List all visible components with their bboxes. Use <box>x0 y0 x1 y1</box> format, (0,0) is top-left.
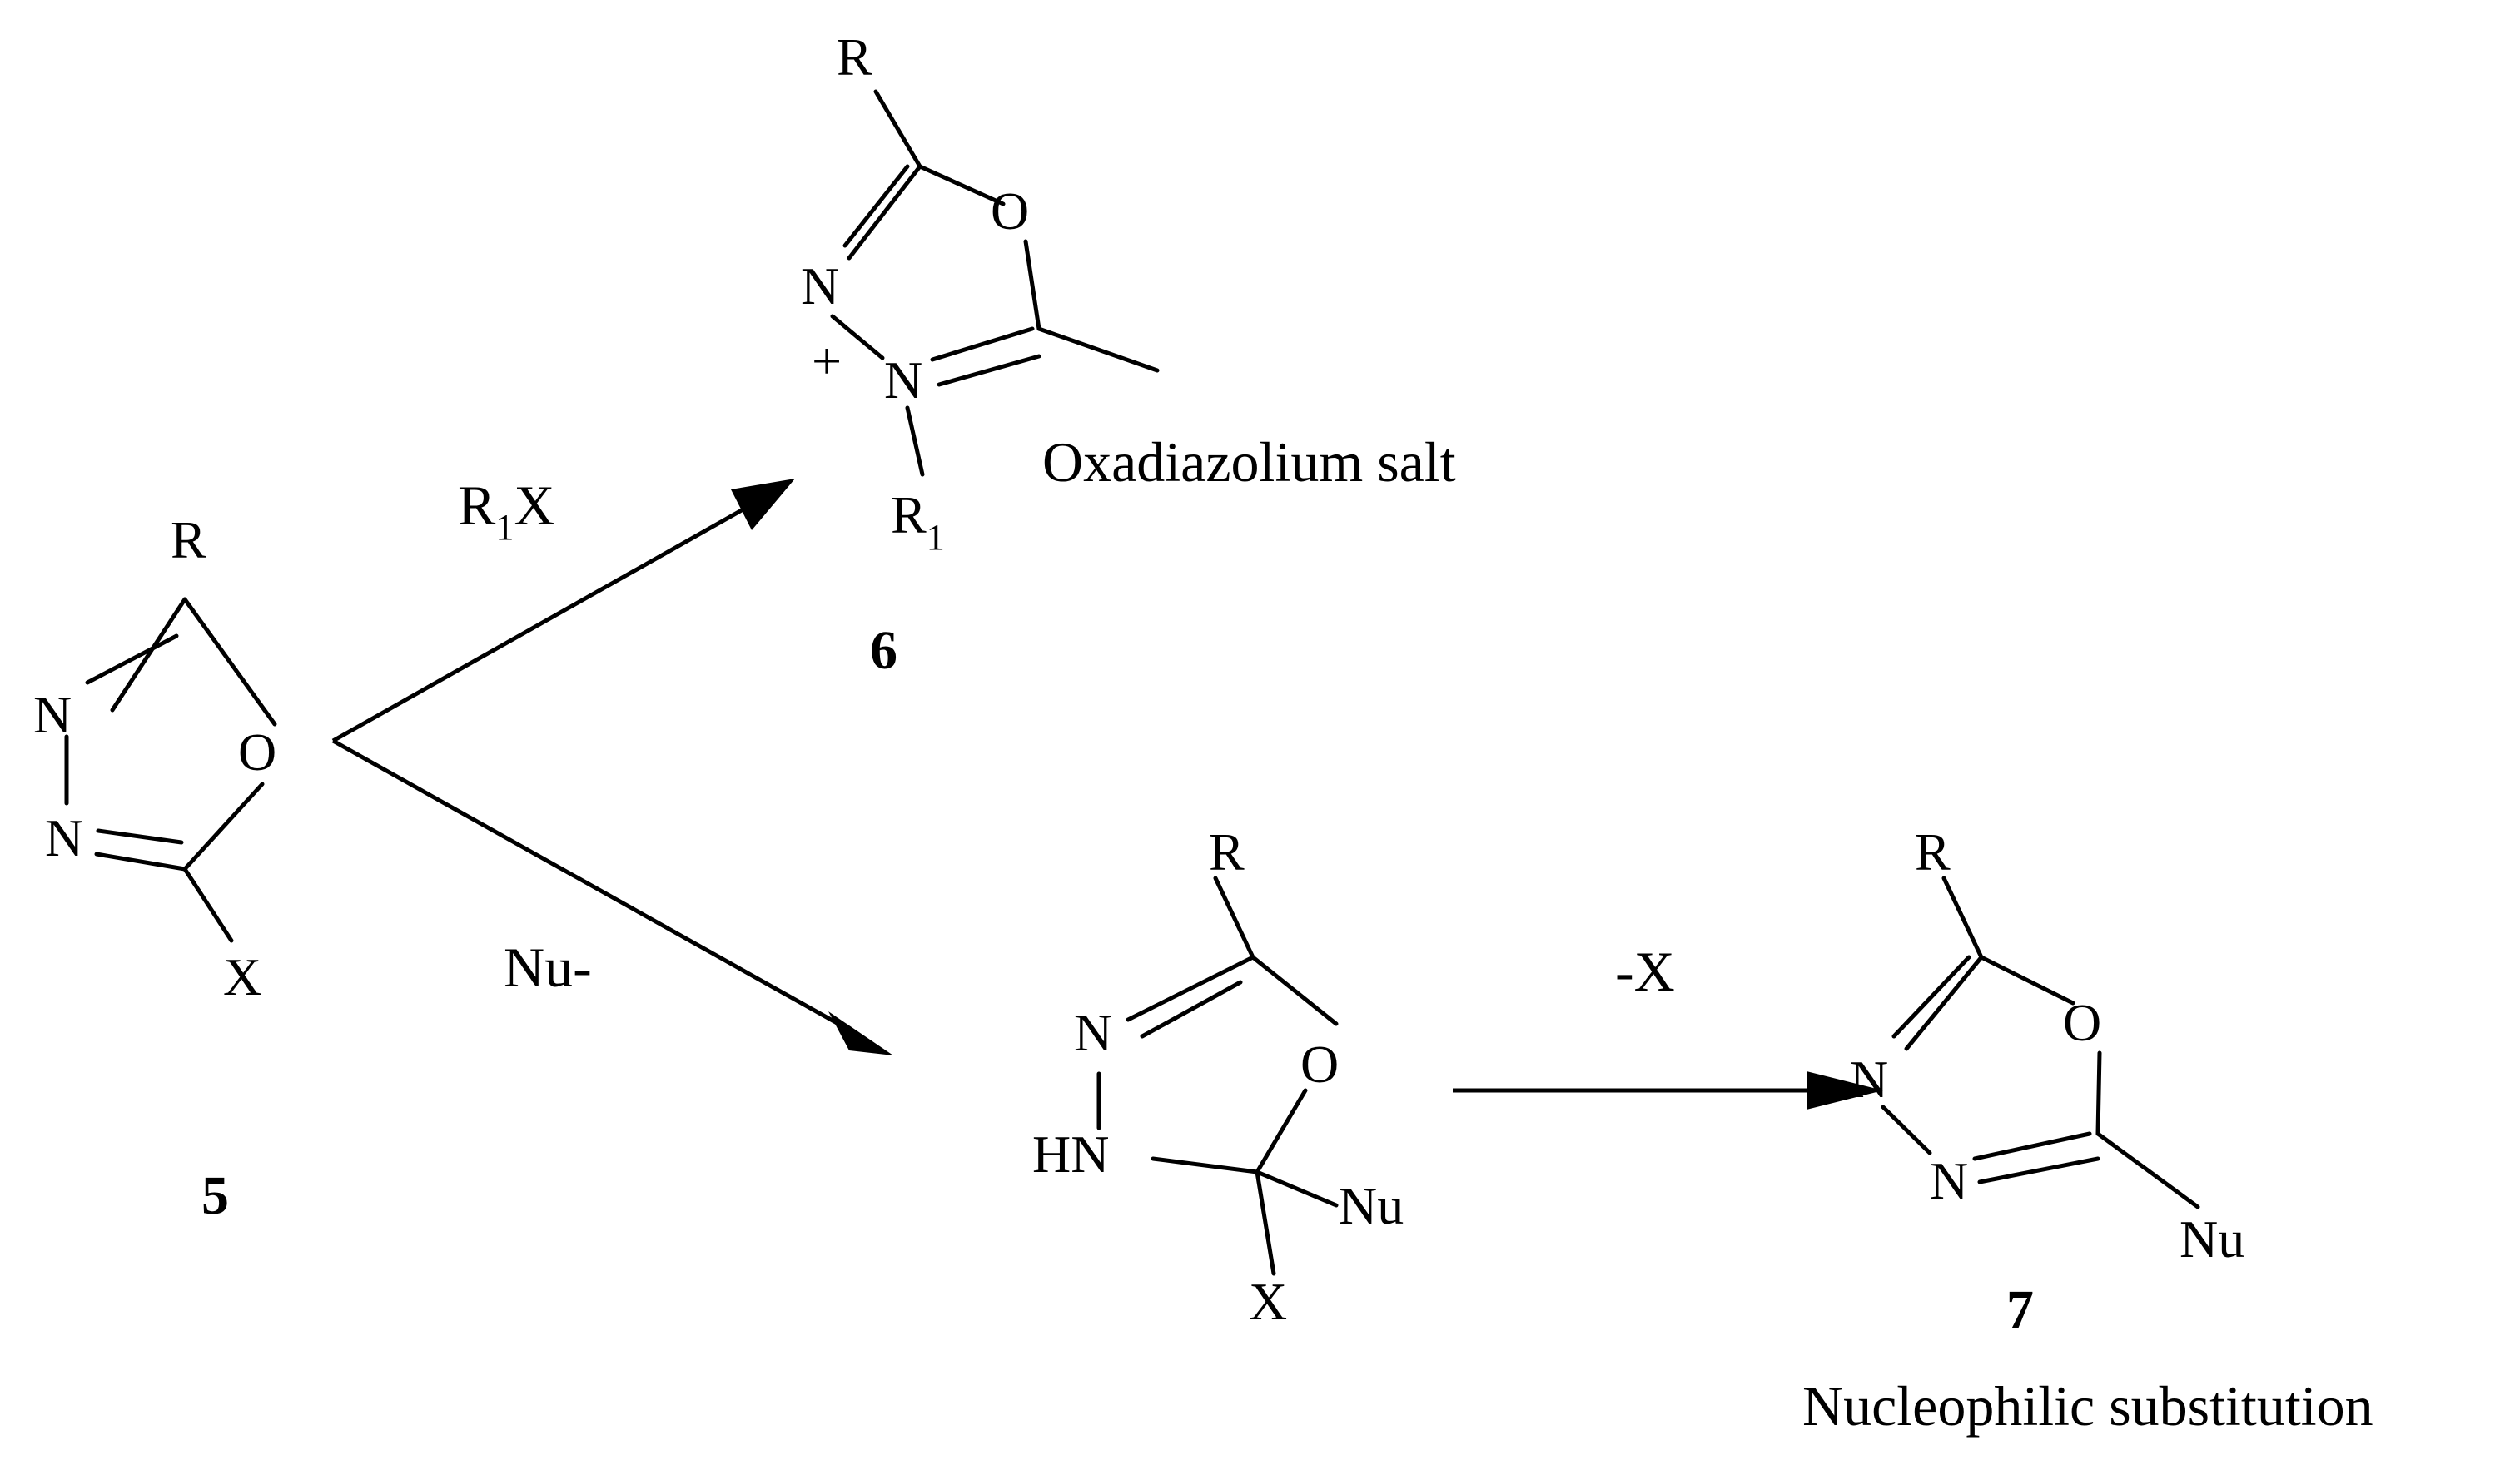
atom-r1-subscript: 1 <box>927 517 945 558</box>
compound-7-structure: R O N N Nu <box>1850 822 2244 1269</box>
atom-r: R <box>1915 822 1951 881</box>
atom-nu: Nu <box>1339 1176 1404 1235</box>
atom-r1-main: R <box>891 485 927 544</box>
reaction-arrow-right <box>1453 1071 1883 1110</box>
reagent-r: R <box>458 474 496 537</box>
atom-nu: Nu <box>2180 1209 2244 1269</box>
atom-o: O <box>1300 1035 1339 1094</box>
atom-o: O <box>991 181 1029 241</box>
reagent-nu: Nu- <box>504 936 592 999</box>
atom-x: X <box>1249 1272 1287 1331</box>
caption-nucleophilic-substitution: Nucleophilic substitution <box>1802 1374 2373 1438</box>
compound-6-structure: R O N + N R1 <box>801 27 1160 558</box>
reagent-subscript: 1 <box>495 507 514 548</box>
atom-r1: R1 <box>891 485 945 558</box>
reagent-minus-x: -X <box>1615 940 1675 1003</box>
compound-5-structure: R N O N X <box>33 510 277 1006</box>
reagent-r1x: R1X <box>458 474 554 548</box>
charge-plus: + <box>812 331 842 390</box>
atom-n: N <box>884 350 922 410</box>
atom-n: N <box>1930 1151 1968 1210</box>
caption-oxadiazolium-salt: Oxadiazolium salt <box>1042 430 1456 494</box>
atom-o: O <box>238 723 276 782</box>
reaction-arrow-bottom <box>331 738 893 1055</box>
compound-number-7: 7 <box>2006 1279 2034 1340</box>
atom-x: X <box>223 947 261 1006</box>
atom-n: N <box>33 685 72 744</box>
atom-r: R <box>171 510 206 569</box>
intermediate-structure: R N O HN Nu X <box>1032 822 1404 1331</box>
compound-number-5: 5 <box>201 1165 229 1226</box>
reagent-x: X <box>514 474 554 537</box>
atom-n: N <box>1074 1003 1112 1062</box>
atom-o: O <box>2063 993 2101 1052</box>
atom-r: R <box>837 27 872 87</box>
compound-number-6: 6 <box>870 620 897 681</box>
atom-hn: HN <box>1032 1125 1109 1184</box>
atom-n: N <box>801 256 839 315</box>
atom-n: N <box>45 808 83 867</box>
atom-r: R <box>1209 822 1245 881</box>
atom-n: N <box>1850 1050 1888 1109</box>
reaction-arrow-top <box>331 479 795 743</box>
